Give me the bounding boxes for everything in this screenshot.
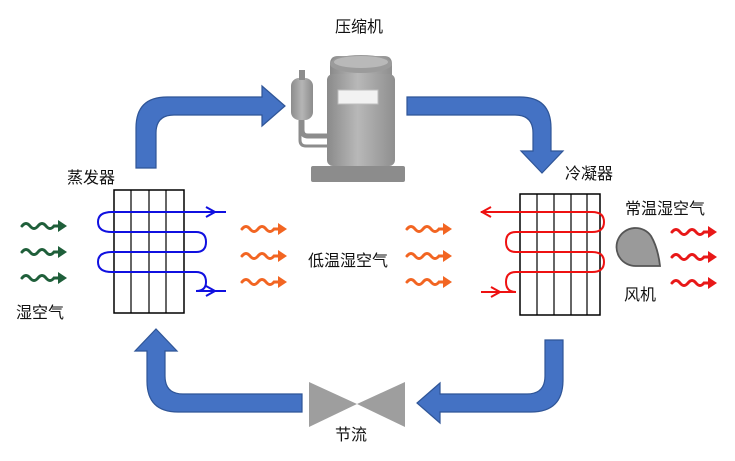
evaporator-label: 蒸发器 xyxy=(67,168,115,187)
low-temp-air-wave xyxy=(405,223,452,235)
condenser-coil xyxy=(479,193,606,316)
humid-air-label: 湿空气 xyxy=(16,303,64,322)
pipe-arrow-evaporator-to-compressor xyxy=(135,84,286,169)
condenser-label: 冷凝器 xyxy=(565,164,613,183)
normal-temp-air-wave xyxy=(670,277,717,289)
low-temp-air-wave xyxy=(240,250,287,262)
low-temp-humid-air-label: 低温湿空气 xyxy=(308,251,388,270)
pipe-arrow-throttle-to-evaporator xyxy=(133,328,303,413)
fan-icon xyxy=(615,227,662,267)
pipe-arrows xyxy=(133,84,565,425)
humid-air-wave xyxy=(20,272,67,284)
normal-temp-air-wave xyxy=(670,251,717,263)
pipe-arrow-condenser-to-throttle xyxy=(416,339,564,425)
low-temp-air-wave xyxy=(240,223,287,235)
low-temp-air-wave xyxy=(405,250,452,262)
throttle-label: 节流 xyxy=(335,425,367,444)
pipe-arrow-compressor-to-condenser xyxy=(406,96,565,174)
fan-label: 风机 xyxy=(624,285,656,304)
humid-air-wave xyxy=(20,246,67,258)
normal-temp-humid-air-label: 常温湿空气 xyxy=(625,199,705,218)
labels: 压缩机 蒸发器 冷凝器 湿空气 低温湿空气 常温湿空气 风机 节流 xyxy=(16,17,705,444)
air-flow-waves xyxy=(20,220,717,289)
compressor-label: 压缩机 xyxy=(335,17,383,36)
throttle-valve-icon xyxy=(309,382,405,427)
low-temp-air-wave xyxy=(240,276,287,288)
evaporator-coil xyxy=(96,189,226,314)
humid-air-wave xyxy=(20,220,67,232)
normal-temp-air-wave xyxy=(670,226,717,238)
compressor-icon xyxy=(291,55,405,182)
low-temp-air-wave xyxy=(405,276,452,288)
